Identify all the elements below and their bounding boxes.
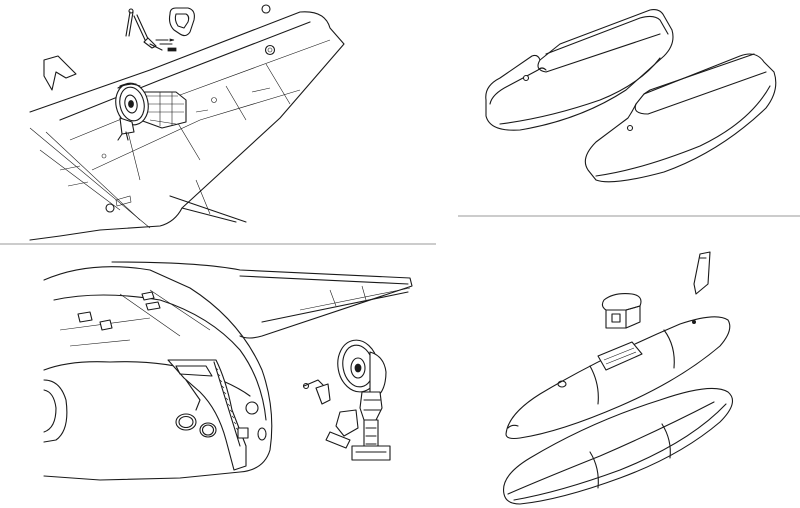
nose-wheel-strut: [325, 339, 391, 461]
nose-bay-opening: [167, 359, 247, 471]
fuel-cap: [264, 44, 276, 56]
fairing-cover-right: [584, 53, 777, 183]
tank-pylon: [601, 293, 642, 329]
fairing-cover-left: [485, 9, 674, 131]
wing-outline: [29, 11, 345, 241]
panel-drop-tank: [502, 251, 734, 505]
panel-gear-fairing-covers: [485, 9, 777, 183]
tank-half-shell: [502, 387, 734, 505]
actuator-rods: [125, 8, 177, 52]
panel-nose-gear-bay: [43, 261, 413, 481]
drop-tank-body: [505, 316, 731, 440]
bay-door: [43, 55, 77, 91]
torque-link: [302, 379, 331, 405]
nose-fuselage: [43, 266, 273, 481]
main-wheel: [115, 82, 149, 126]
tank-fin: [693, 251, 711, 295]
bay-cover-plate: [168, 7, 195, 37]
panel-wing-main-gear-bay: [29, 4, 345, 241]
